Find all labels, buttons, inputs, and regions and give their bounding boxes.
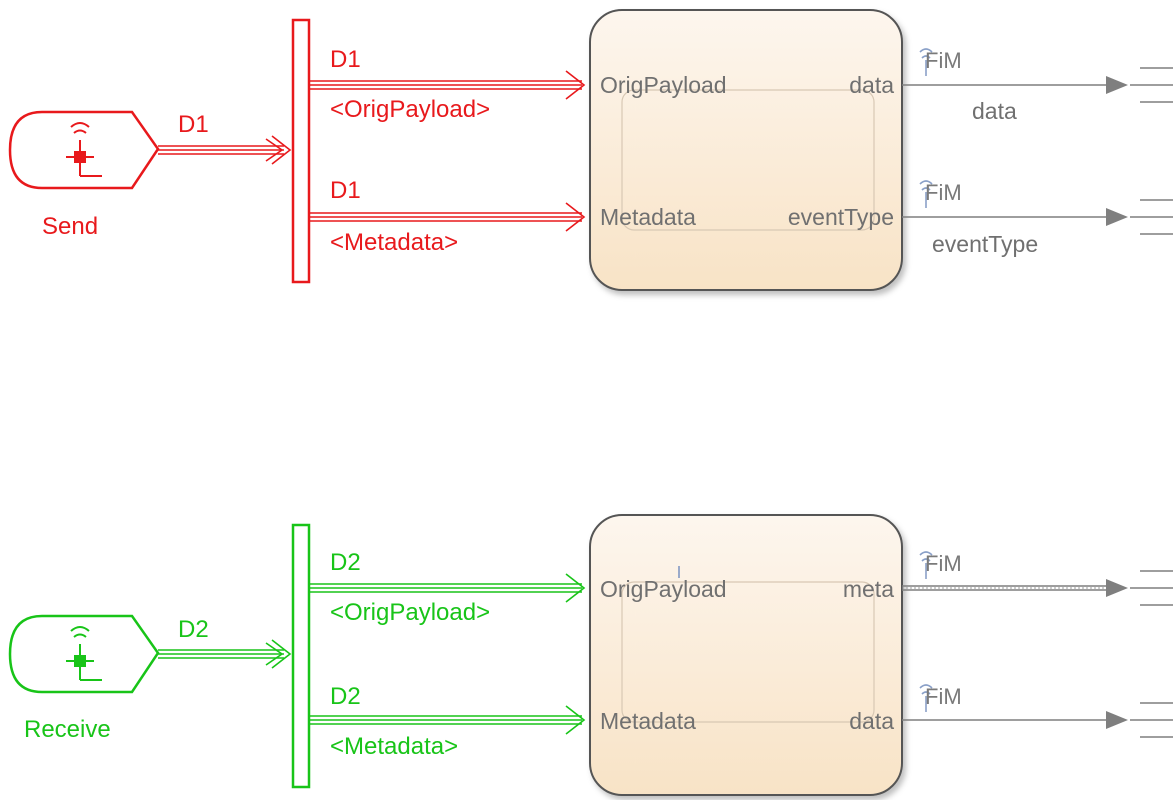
output-signal-line[interactable]: [902, 199, 1173, 235]
bus-signal-label: D1: [178, 111, 209, 138]
top-section: Send D1 D1 <OrigPayload> D1 <M: [8, 9, 1173, 291]
bus-output-element-label: <Metadata>: [330, 733, 458, 760]
output-signal-line[interactable]: [902, 67, 1173, 103]
chart-block[interactable]: [589, 9, 903, 291]
fim-badge-icon: [919, 684, 933, 712]
receive-block-label: Receive: [24, 716, 111, 743]
bus-output-signal-label: D2: [330, 549, 361, 576]
wireless-event-receive-icon: [66, 626, 102, 681]
bus-output-signal-label: D2: [330, 683, 361, 710]
bus-line-d2[interactable]: [158, 639, 292, 669]
fim-badge-label: FiM: [925, 48, 962, 73]
bus-output-line[interactable]: [309, 573, 586, 603]
bus-output-signal-label: D1: [330, 177, 361, 204]
fim-badge-label: FiM: [925, 180, 962, 205]
chart-input-port-label: OrigPayload: [600, 72, 727, 98]
chart-output-port-label: data: [849, 72, 894, 98]
bus-output-element-label: <OrigPayload>: [330, 96, 490, 123]
chart-input-port-label: OrigPayload: [600, 576, 727, 602]
bus-output-line[interactable]: [309, 202, 586, 232]
wireless-event-send-icon: [66, 122, 102, 177]
bus-line-d1[interactable]: [158, 135, 292, 165]
output-signal-label: data: [972, 98, 1017, 124]
chart-input-port-label: Metadata: [600, 708, 696, 734]
receive-block[interactable]: [8, 614, 160, 694]
chart-output-port-label: meta: [843, 576, 894, 602]
output-signal-line[interactable]: [902, 570, 1173, 606]
fim-badge-label: FiM: [925, 684, 962, 709]
bus-selector[interactable]: [291, 18, 311, 284]
bus-output-element-label: <Metadata>: [330, 229, 458, 256]
fim-badge-label: FiM: [925, 551, 962, 576]
output-signal-label: eventType: [932, 231, 1038, 257]
send-block[interactable]: [8, 110, 160, 190]
output-signal-line[interactable]: [902, 702, 1173, 738]
bottom-section: Receive D2 D2 <OrigPayload> D2: [8, 514, 1173, 796]
chart-output-port-label: eventType: [788, 204, 894, 230]
bus-selector[interactable]: [291, 523, 311, 789]
bus-signal-label: D2: [178, 616, 209, 643]
chart-input-port-label: Metadata: [600, 204, 696, 230]
fim-badge-icon: [919, 48, 933, 76]
bus-output-line[interactable]: [309, 705, 586, 735]
bus-output-signal-label: D1: [330, 46, 361, 73]
chart-block[interactable]: [589, 514, 903, 796]
bus-output-line[interactable]: [309, 70, 586, 100]
fim-badge-icon: [919, 551, 933, 579]
send-block-label: Send: [42, 213, 98, 240]
fim-badge-icon: [919, 180, 933, 208]
bus-output-element-label: <OrigPayload>: [330, 599, 490, 626]
chart-output-port-label: data: [849, 708, 894, 734]
